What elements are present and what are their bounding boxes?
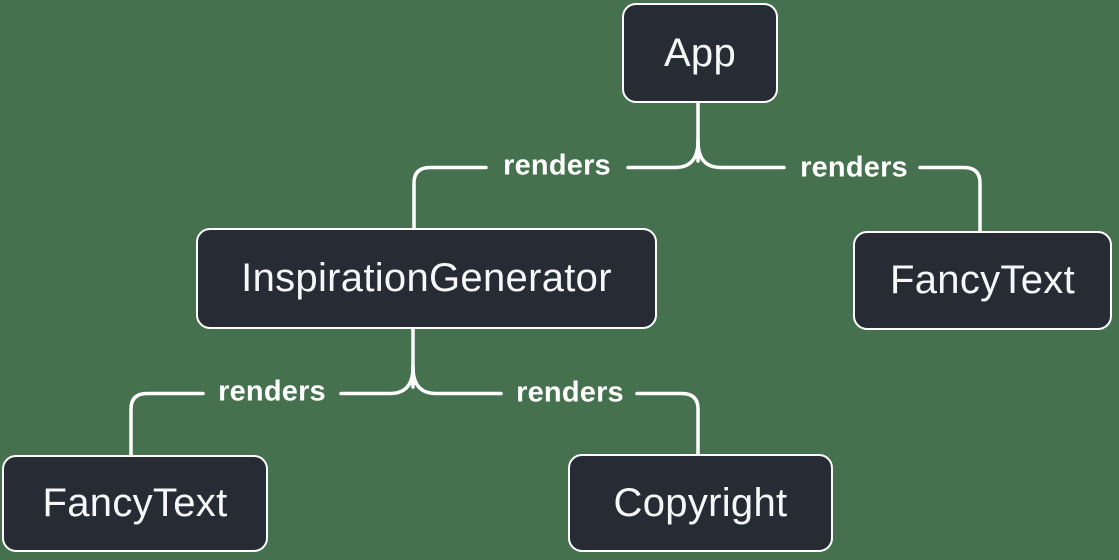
edge-inspirationgenerator-to-copyright-rail: [411, 365, 503, 396]
edge-inspirationgenerator-to-fancytext-drop: [129, 391, 205, 458]
edge-label-inspirationgenerator-copyright: renders: [516, 376, 624, 409]
node-inspiration-generator: InspirationGenerator: [196, 228, 657, 329]
node-app-label: App: [663, 30, 737, 75]
edge-inspirationgenerator-to-copyright-drop: [635, 391, 700, 457]
node-inspiration-generator-label: InspirationGenerator: [241, 256, 612, 300]
node-copyright-label: Copyright: [613, 480, 788, 525]
edge-inspirationgenerator-to-fancytext-rail: [339, 365, 415, 396]
edge-app-to-inspirationgenerator-rail: [626, 139, 700, 170]
edge-app-to-fancytext-drop: [918, 165, 982, 234]
edge-label-app-inspirationgenerator: renders: [503, 149, 611, 182]
node-copyright: Copyright: [568, 454, 833, 552]
node-fancy-text-top: FancyText: [853, 231, 1112, 330]
edge-label-app-fancytext: renders: [800, 151, 908, 184]
node-fancy-text-bottom: FancyText: [2, 455, 268, 552]
node-app: App: [622, 3, 778, 103]
edge-app-to-inspirationgenerator-drop: [412, 165, 488, 231]
node-fancy-text-top-label: FancyText: [890, 258, 1075, 302]
edge-label-inspirationgenerator-fancytext: renders: [218, 375, 326, 408]
edge-app-to-fancytext-rail: [696, 139, 786, 170]
node-fancy-text-bottom-label: FancyText: [42, 481, 228, 525]
